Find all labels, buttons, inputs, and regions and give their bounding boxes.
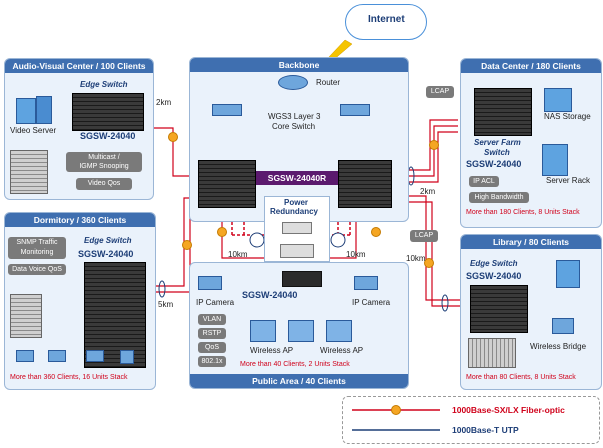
lib-lcap-badge: LCAP (410, 230, 438, 242)
internet-label: Internet (368, 14, 405, 25)
dc-edge-label-2: Switch (484, 148, 510, 157)
video-qos-badge: Video Qos (76, 178, 132, 190)
lib-title: Library / 80 Clients (461, 235, 601, 249)
router-icon (278, 75, 308, 90)
lib-edge-label: Edge Switch (470, 259, 518, 268)
dorm-edge-label: Edge Switch (84, 236, 132, 245)
dorm-building-icon (10, 294, 42, 338)
wireless-ap-icon-2 (288, 320, 314, 342)
core-switch-icon-2 (340, 104, 370, 116)
high-bandwidth-badge: High Bandwidth (469, 192, 529, 203)
av-model-label: SGSW-24040 (80, 131, 136, 141)
wireless-ap-icon-1 (250, 320, 276, 342)
av-title: Audio-Visual Center / 100 Clients (5, 59, 153, 73)
camera-icon-1 (198, 276, 222, 290)
dc-distance: 2km (420, 187, 436, 196)
snmp-line1: SNMP Traffic (16, 239, 58, 246)
dc-note: More than 180 Clients, 8 Units Stack (466, 209, 580, 216)
building-icon (10, 150, 48, 194)
lib-model-label: SGSW-24040 (466, 271, 522, 281)
multicast-badge: Multicast / IGMP Snooping (66, 152, 142, 172)
data-voice-badge: Data Voice QoS (8, 264, 66, 275)
legend-fiber-label: 1000Base-SX/LX Fiber-optic (452, 405, 565, 415)
lib-server-icon (556, 260, 580, 288)
qos-badge: QoS (198, 342, 226, 353)
bridge-label: Wireless Bridge (530, 342, 587, 351)
rack-label: Server Rack (546, 176, 591, 185)
dot1x-badge: 802.1x (198, 356, 226, 367)
pub-distance-1: 10km (228, 250, 248, 259)
rps-icon (280, 244, 314, 258)
rstp-badge: RSTP (198, 328, 226, 339)
pub-note: More than 40 Clients, 2 Units Stack (240, 361, 350, 368)
wireless-bridge-icon (552, 318, 574, 334)
backbone-stack-left (198, 160, 256, 208)
cam2-label: IP Camera (352, 298, 391, 307)
legend-utp-label: 1000Base-T UTP (452, 425, 519, 435)
av-edge-label: Edge Switch (80, 80, 128, 89)
video-server-label: Video Server (10, 126, 57, 135)
pub-title: Public Area / 40 Clients (190, 374, 408, 388)
power-label-2: Redundancy (270, 207, 319, 216)
core-switch-icon-1 (212, 104, 242, 116)
server-rack-icon (542, 144, 568, 176)
laptop-icon-3 (86, 350, 104, 362)
pub-model-label: SGSW-24040 (242, 290, 298, 300)
lib-building-icon (468, 338, 516, 368)
core-label-2: Core Switch (272, 122, 316, 131)
router-label: Router (316, 78, 341, 87)
lib-stack (470, 285, 528, 333)
internet-cloud (345, 4, 427, 40)
dorm-title: Dormitory / 360 Clients (5, 213, 155, 227)
dc-edge-label-1: Server Farm (474, 138, 521, 147)
dorm-note: More than 360 Clients, 16 Units Stack (10, 374, 128, 381)
dc-title: Data Center / 180 Clients (461, 59, 601, 73)
wireless-ap-icon-3 (326, 320, 352, 342)
video-server-icon (16, 98, 36, 124)
lib-note: More than 80 Clients, 8 Units Stack (466, 374, 576, 381)
laptop-icon-1 (16, 350, 34, 362)
multicast-line2: IGMP Snooping (79, 163, 129, 170)
pub-distance-2: 10km (346, 250, 366, 259)
power-label-1: Power (284, 198, 309, 207)
pub-switch (282, 271, 322, 287)
ap1-label: Wireless AP (250, 346, 294, 355)
multicast-line1: Multicast / (88, 154, 120, 161)
av-edge-switch (72, 93, 144, 131)
lib-distance: 10km (406, 254, 426, 263)
av-distance: 2km (156, 98, 172, 107)
legend-box (342, 396, 600, 444)
sgsw-badge: SGSW-24040R (256, 171, 338, 185)
dorm-model-label: SGSW-24040 (78, 249, 134, 259)
dc-model-label: SGSW-24040 (466, 159, 522, 169)
phone-icon (120, 350, 134, 364)
dorm-distance: 5km (158, 300, 174, 309)
server-farm-switch (474, 88, 532, 136)
core-label-1: WGS3 Layer 3 (268, 112, 321, 121)
backbone-stack-right (338, 160, 392, 208)
cam1-label: IP Camera (196, 298, 235, 307)
dc-lcap-badge: LCAP (426, 86, 454, 98)
backbone-title: Backbone (190, 58, 408, 72)
power-supply-icon (282, 222, 312, 234)
nas-icon (544, 88, 572, 112)
ap2-label: Wireless AP (320, 346, 364, 355)
camera-icon-2 (354, 276, 378, 290)
video-server-icon-2 (36, 96, 52, 124)
nas-label: NAS Storage (544, 112, 591, 121)
snmp-line2: Monitoring (20, 249, 54, 256)
ip-acl-badge: IP ACL (469, 176, 499, 187)
laptop-icon-2 (48, 350, 66, 362)
vlan-badge: VLAN (198, 314, 226, 325)
